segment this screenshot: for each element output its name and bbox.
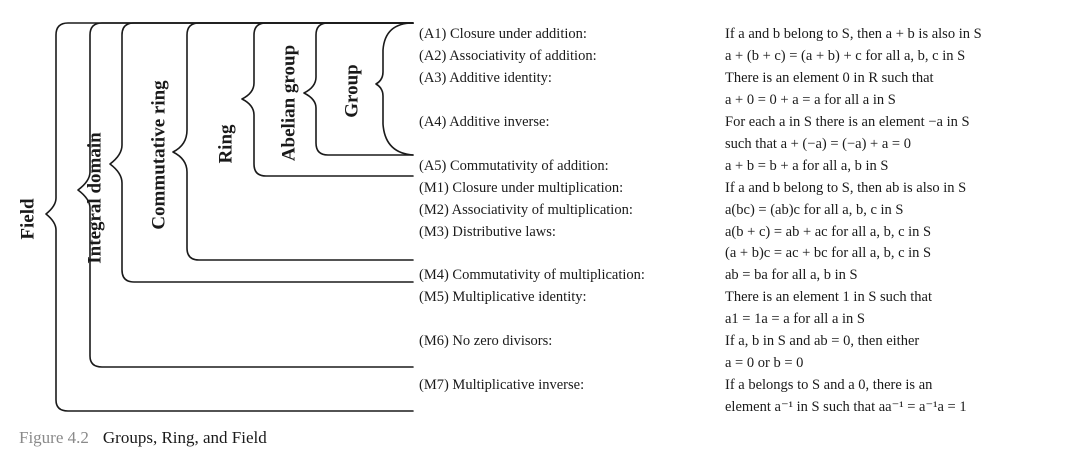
desc-m7-line2: element a⁻¹ in S such that aa⁻¹ = a⁻¹a =… xyxy=(725,399,967,415)
desc-m7-line1: If a belongs to S and a 0, there is an xyxy=(725,377,933,393)
abelian-group-label: Abelian group xyxy=(278,44,300,162)
integral-domain-label: Integral domain xyxy=(84,132,106,264)
desc-a3-line2: a + 0 = 0 + a = a for all a in S xyxy=(725,92,896,108)
desc-m5-line2: a1 = 1a = a for all a in S xyxy=(725,311,865,327)
desc-a5: a + b = b + a for all a, b in S xyxy=(725,158,889,174)
axiom-m3: (M3) Distributive laws: xyxy=(419,224,556,240)
axiom-a5: (A5) Commutativity of addition: xyxy=(419,158,609,174)
figure-title: Groups, Ring, and Field xyxy=(102,428,267,447)
axiom-m1: (M1) Closure under multiplication: xyxy=(419,180,624,196)
group-inner-brace xyxy=(375,22,414,156)
axiom-a2: (A2) Associativity of addition: xyxy=(419,48,597,64)
desc-m3-line1: a(b + c) = ab + ac for all a, b, c in S xyxy=(725,224,932,240)
group-label: Group xyxy=(341,64,363,118)
desc-a4-line2: such that a + (−a) = (−a) + a = 0 xyxy=(725,136,911,152)
desc-a4-line1: For each a in S there is an element −a i… xyxy=(725,114,970,130)
axiom-m4: (M4) Commutativity of multiplication: xyxy=(419,267,645,283)
figure-caption: Figure 4.2 Groups, Ring, and Field xyxy=(19,428,267,448)
field-bracket xyxy=(45,22,414,412)
desc-m3-line2: (a + b)c = ac + bc for all a, b, c in S xyxy=(725,245,932,261)
axiom-a3: (A3) Additive identity: xyxy=(419,70,552,86)
desc-m1: If a and b belong to S, then ab is also … xyxy=(725,180,967,196)
axiom-m2: (M2) Associativity of multiplication: xyxy=(419,202,633,218)
desc-a3-line1: There is an element 0 in R such that xyxy=(725,70,934,86)
axiom-a1: (A1) Closure under addition: xyxy=(419,26,587,42)
axiom-m6: (M6) No zero divisors: xyxy=(419,333,553,349)
figure-number: Figure 4.2 xyxy=(19,428,89,447)
desc-m2: a(bc) = (ab)c for all a, b, c in S xyxy=(725,202,904,218)
desc-m6-line2: a = 0 or b = 0 xyxy=(725,355,804,371)
desc-m4: ab = ba for all a, b in S xyxy=(725,267,858,283)
desc-m5-line1: There is an element 1 in S such that xyxy=(725,289,932,305)
desc-a2: a + (b + c) = (a + b) + c for all a, b, … xyxy=(725,48,966,64)
axiom-m7: (M7) Multiplicative inverse: xyxy=(419,377,585,393)
axiom-m5: (M5) Multiplicative identity: xyxy=(419,289,587,305)
axiom-a4: (A4) Additive inverse: xyxy=(419,114,550,130)
group-bracket xyxy=(303,22,414,156)
field-label: Field xyxy=(17,198,39,240)
abelian-group-bracket xyxy=(241,22,414,177)
ring-bracket xyxy=(172,22,414,261)
desc-m6-line1: If a, b in S and ab = 0, then either xyxy=(725,333,920,349)
desc-a1: If a and b belong to S, then a + b is al… xyxy=(725,26,982,42)
commutative-ring-bracket xyxy=(109,22,414,283)
ring-label: Ring xyxy=(215,124,237,164)
commutative-ring-label: Commutative ring xyxy=(148,80,170,230)
integral-domain-bracket xyxy=(77,22,414,368)
